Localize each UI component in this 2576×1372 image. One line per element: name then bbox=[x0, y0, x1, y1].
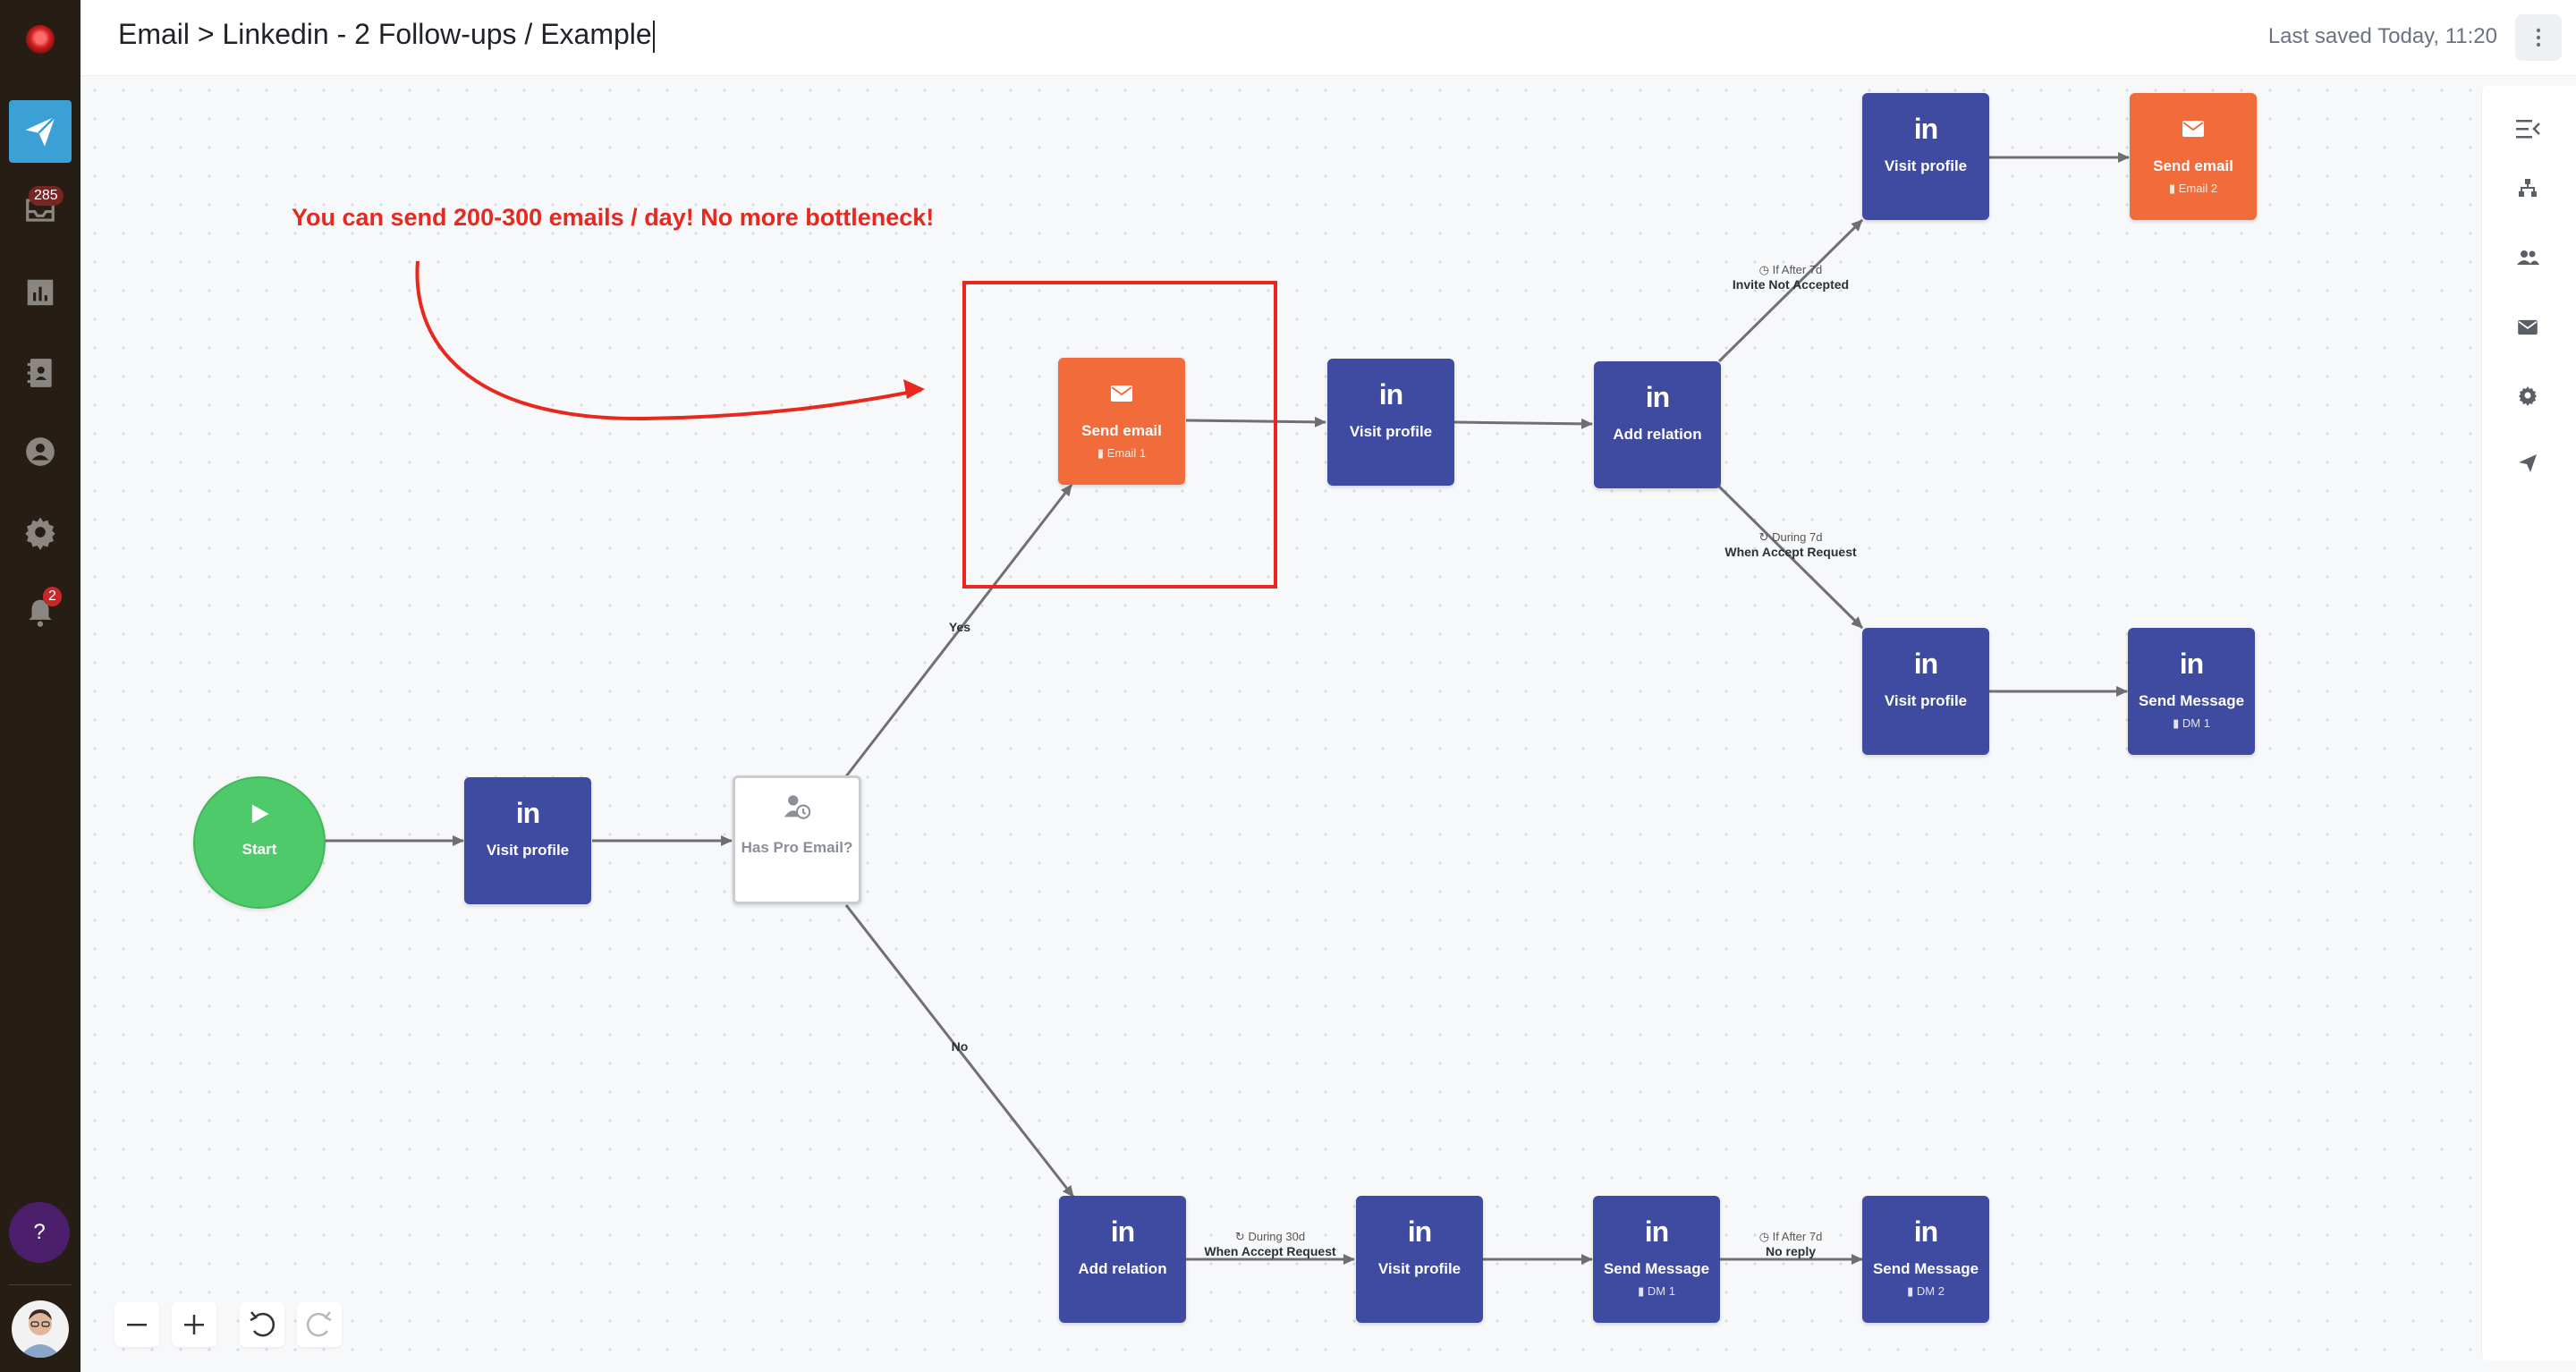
zoom-out-icon bbox=[127, 1324, 147, 1326]
edge-label-if-after-7d-a: ◷ If After 7d Invite Not Accepted bbox=[1732, 263, 1850, 292]
send-message-node-2[interactable]: in Send Message ▮ DM 1 bbox=[1593, 1196, 1720, 1323]
redo-icon bbox=[307, 1311, 332, 1337]
send-message-node-1[interactable]: in Send Message ▮ DM 1 bbox=[2128, 628, 2255, 755]
redo-button[interactable] bbox=[297, 1302, 342, 1347]
linkedin-icon: in bbox=[1913, 648, 1938, 680]
linkedin-icon: in bbox=[1644, 1215, 1669, 1248]
linkedin-icon: in bbox=[1645, 381, 1670, 413]
paper-plane-icon bbox=[2519, 454, 2537, 472]
linkedin-icon: in bbox=[1913, 1215, 1938, 1248]
collapse-panel-icon bbox=[2516, 120, 2540, 139]
message-icon: ▮ bbox=[2168, 182, 2176, 195]
user-check-icon bbox=[784, 795, 811, 819]
page-title[interactable]: Email > Linkedin - 2 Follow-ups / Exampl… bbox=[118, 18, 655, 53]
stats-nav-item[interactable] bbox=[9, 261, 72, 324]
send-button[interactable] bbox=[2504, 440, 2551, 487]
paper-plane-icon bbox=[25, 115, 56, 147]
send-message-node-3[interactable]: in Send Message ▮ DM 2 bbox=[1862, 1196, 1989, 1323]
campaigns-nav-item[interactable] bbox=[9, 100, 72, 163]
start-label: Start bbox=[242, 841, 277, 858]
user-circle-icon bbox=[26, 437, 55, 466]
settings-nav-item[interactable] bbox=[9, 501, 72, 563]
mail-icon bbox=[1111, 385, 1132, 402]
refresh-icon: ↻ bbox=[1234, 1230, 1245, 1243]
refresh-icon: ↻ bbox=[1758, 530, 1769, 544]
help-button[interactable]: ? bbox=[9, 1202, 70, 1263]
more-options-button[interactable] bbox=[2515, 14, 2562, 61]
help-icon: ? bbox=[33, 1220, 46, 1244]
linkedin-icon: in bbox=[1913, 113, 1938, 145]
start-node[interactable]: Start bbox=[193, 776, 326, 909]
message-icon: ▮ bbox=[2173, 716, 2180, 730]
message-icon: ▮ bbox=[1097, 446, 1105, 460]
workflow-canvas[interactable] bbox=[80, 76, 2478, 1372]
contacts-book-icon bbox=[27, 359, 52, 387]
edge-label-if-after-7d-b: ◷ If After 7d No reply bbox=[1758, 1230, 1823, 1258]
message-icon: ▮ bbox=[1907, 1284, 1914, 1298]
notifications-nav-item[interactable]: 2 bbox=[9, 581, 72, 644]
inbox-count-badge: 285 bbox=[29, 186, 64, 206]
undo-icon bbox=[250, 1311, 275, 1337]
org-chart-icon bbox=[2519, 179, 2537, 197]
gear-icon bbox=[25, 517, 55, 550]
collapse-panel-button[interactable] bbox=[2504, 106, 2551, 152]
linkedin-icon: in bbox=[1378, 378, 1403, 411]
last-saved-status: Last saved Today, 11:20 bbox=[2267, 24, 2497, 48]
mail-icon bbox=[2518, 319, 2538, 335]
zoom-out-button[interactable] bbox=[114, 1302, 159, 1347]
edge-label-during-7d: ↻ During 7d When Accept Request bbox=[1724, 530, 1857, 559]
linkedin-icon: in bbox=[2179, 648, 2204, 680]
users-icon bbox=[2517, 250, 2539, 265]
visit-profile-node-4[interactable]: in Visit profile bbox=[1862, 628, 1989, 755]
linkedin-icon: in bbox=[1407, 1215, 1432, 1248]
edge-label-during-30d: ↻ During 30d When Accept Request bbox=[1204, 1230, 1336, 1258]
visit-profile-node-1[interactable]: in Visit profile bbox=[464, 777, 591, 904]
has-pro-email-condition-node[interactable]: Has Pro Email? bbox=[733, 775, 861, 904]
contacts-nav-item[interactable] bbox=[9, 342, 72, 404]
linkedin-icon: in bbox=[1110, 1215, 1135, 1248]
top-header: Email > Linkedin - 2 Follow-ups / Exampl… bbox=[80, 0, 2576, 76]
users-button[interactable] bbox=[2504, 234, 2551, 281]
org-chart-button[interactable] bbox=[2504, 165, 2551, 211]
notifications-count-badge: 2 bbox=[43, 587, 62, 606]
zoom-in-icon bbox=[184, 1315, 204, 1334]
mail-icon bbox=[2182, 121, 2204, 137]
account-nav-item[interactable] bbox=[9, 420, 72, 483]
bell-icon bbox=[29, 599, 52, 627]
zoom-in-button[interactable] bbox=[172, 1302, 216, 1347]
add-relation-node-1[interactable]: in Add relation bbox=[1594, 361, 1721, 488]
settings-button[interactable] bbox=[2504, 372, 2551, 419]
avatar[interactable] bbox=[12, 1300, 69, 1358]
linkedin-icon: in bbox=[515, 797, 540, 829]
inbox-nav-item[interactable]: 285 bbox=[9, 179, 72, 241]
right-panel bbox=[2481, 86, 2576, 1360]
kebab-menu-icon bbox=[2536, 28, 2541, 47]
visit-profile-node-3[interactable]: in Visit profile bbox=[1862, 93, 1989, 220]
message-icon: ▮ bbox=[1638, 1284, 1645, 1298]
left-sidebar: 285 2 ? bbox=[0, 0, 80, 1372]
clock-icon: ◷ bbox=[1758, 263, 1770, 276]
clock-icon: ◷ bbox=[1758, 1230, 1770, 1243]
edge-label-no: No bbox=[951, 1039, 969, 1054]
visit-profile-node-5[interactable]: in Visit profile bbox=[1356, 1196, 1483, 1323]
email-button[interactable] bbox=[2504, 304, 2551, 351]
add-relation-node-2[interactable]: in Add relation bbox=[1059, 1196, 1186, 1323]
annotation-text: You can send 200-300 emails / day! No mo… bbox=[292, 204, 935, 231]
bar-chart-icon bbox=[27, 279, 54, 306]
edge-label-yes: Yes bbox=[948, 620, 971, 634]
gear-icon bbox=[2519, 386, 2537, 406]
send-email-node-2[interactable]: Send email ▮ Email 2 bbox=[2130, 93, 2257, 220]
play-icon bbox=[251, 804, 269, 824]
send-email-node-1[interactable]: Send email ▮ Email 1 bbox=[1058, 358, 1185, 485]
app-logo-icon[interactable] bbox=[26, 25, 55, 54]
visit-profile-node-2[interactable]: in Visit profile bbox=[1327, 359, 1454, 486]
undo-button[interactable] bbox=[240, 1302, 284, 1347]
